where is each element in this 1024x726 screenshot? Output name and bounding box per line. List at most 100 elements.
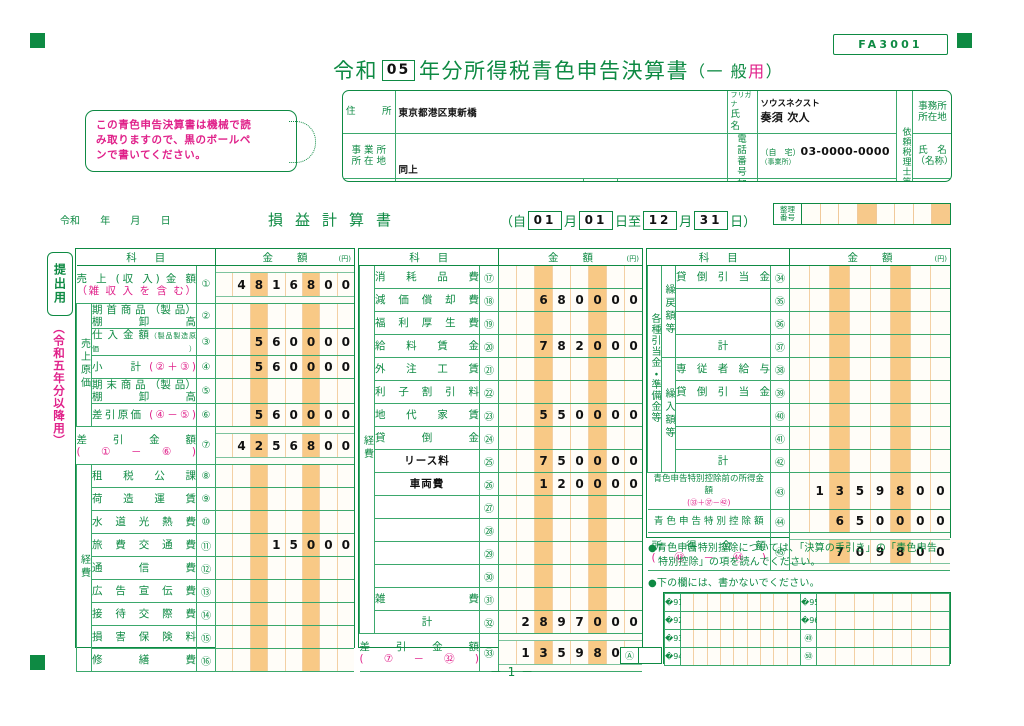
- money-digits[interactable]: [216, 649, 355, 671]
- grid-field-left[interactable]: [680, 593, 801, 612]
- tel-value-cell[interactable]: （自 宅） 03-0000-0000 （事業所）: [756, 133, 897, 179]
- row-amount[interactable]: [498, 564, 643, 588]
- money-digits[interactable]: [790, 427, 950, 449]
- row-amount[interactable]: [498, 541, 643, 565]
- row-amount[interactable]: [215, 510, 355, 534]
- money-digits[interactable]: [790, 335, 950, 357]
- row-amount[interactable]: [498, 380, 643, 404]
- office-address-value[interactable]: 同上: [394, 133, 728, 179]
- row-amount[interactable]: [215, 625, 355, 649]
- seiri-number-box[interactable]: 整理 番号: [773, 203, 951, 225]
- row-amount[interactable]: [215, 464, 355, 488]
- row-amount[interactable]: [789, 449, 950, 473]
- money-digits[interactable]: [499, 266, 643, 288]
- yagou-value[interactable]: ソースネクスト株式会社: [616, 178, 728, 181]
- money-digits[interactable]: [499, 565, 643, 587]
- money-digits[interactable]: [499, 519, 643, 541]
- business-type-value[interactable]: ソフトウェア営業: [394, 178, 584, 181]
- row-amount[interactable]: [215, 556, 355, 580]
- row-amount[interactable]: [215, 378, 355, 404]
- row-amount[interactable]: [215, 579, 355, 603]
- money-digits[interactable]: [216, 603, 355, 625]
- money-digits[interactable]: [216, 465, 355, 487]
- row-amount[interactable]: [498, 495, 643, 519]
- money-digits[interactable]: [790, 358, 950, 380]
- money-digits[interactable]: [216, 580, 355, 602]
- money-digits[interactable]: [216, 379, 355, 403]
- address-value[interactable]: 東京都港区東新橋: [394, 91, 728, 134]
- seiri-cells[interactable]: [802, 204, 950, 224]
- money-digits[interactable]: [499, 496, 643, 518]
- grid-field-left[interactable]: [680, 629, 801, 648]
- row-amount[interactable]: [498, 357, 643, 381]
- money-digits[interactable]: [499, 381, 643, 403]
- money-digits[interactable]: [790, 381, 950, 403]
- money-digits[interactable]: [499, 358, 643, 380]
- grid-field-right[interactable]: [816, 593, 950, 612]
- money-digits[interactable]: [216, 557, 355, 579]
- money-digits[interactable]: [790, 312, 950, 334]
- row-amount[interactable]: [789, 311, 950, 335]
- grid-field-right[interactable]: [816, 629, 950, 648]
- row-amount[interactable]: [789, 357, 950, 381]
- money-digits[interactable]: [216, 511, 355, 533]
- row-amount[interactable]: [498, 426, 643, 450]
- money-digits[interactable]: [499, 427, 643, 449]
- row-amount[interactable]: [498, 518, 643, 542]
- row-amount[interactable]: [215, 602, 355, 626]
- row-amount[interactable]: [215, 487, 355, 511]
- grid-field-left[interactable]: [680, 611, 801, 630]
- money-digits[interactable]: [790, 404, 950, 426]
- money-digits[interactable]: [790, 450, 950, 472]
- kanyu-value[interactable]: [756, 178, 897, 181]
- row-amount[interactable]: [215, 303, 355, 329]
- row-amount[interactable]: [789, 403, 950, 427]
- money-digits[interactable]: [790, 266, 950, 288]
- row-amount[interactable]: [789, 426, 950, 450]
- money-digits[interactable]: [499, 312, 643, 334]
- row-amount[interactable]: [789, 380, 950, 404]
- money-digits[interactable]: [216, 488, 355, 510]
- row-amount[interactable]: [215, 648, 355, 672]
- row-amount[interactable]: [498, 311, 643, 335]
- money-digits[interactable]: [216, 304, 355, 328]
- grid-field-right[interactable]: [816, 611, 950, 630]
- row-amount[interactable]: [789, 334, 950, 358]
- row-amount[interactable]: [789, 288, 950, 312]
- money-digits[interactable]: [216, 626, 355, 648]
- grid-field-right[interactable]: [816, 647, 950, 666]
- money-digits[interactable]: [790, 289, 950, 311]
- money-digits[interactable]: [499, 588, 643, 610]
- row-amount[interactable]: [498, 587, 643, 611]
- grid-field-left[interactable]: [680, 647, 801, 666]
